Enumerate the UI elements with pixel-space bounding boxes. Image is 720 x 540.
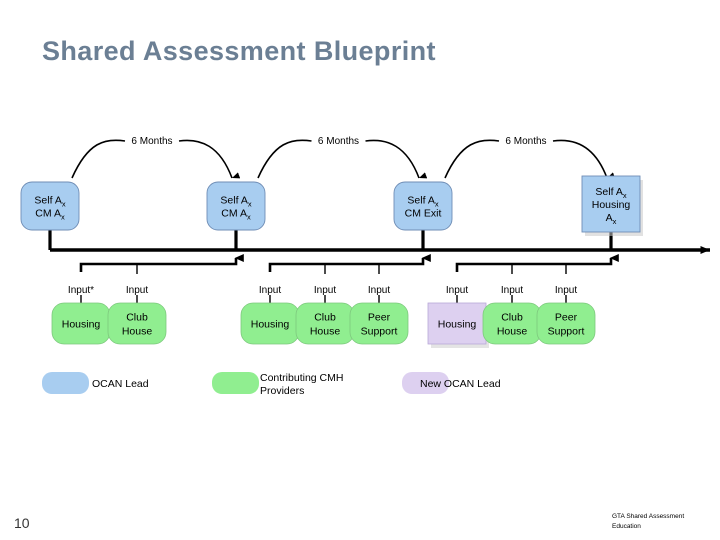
- input-label: Input: [126, 285, 148, 296]
- milestone-text-line: Housing: [592, 199, 631, 211]
- input-bracket-3: [455, 254, 619, 303]
- input-text-line: Support: [548, 326, 585, 338]
- bracket-path: [455, 254, 619, 272]
- input-node-housing[interactable]: Housing: [427, 302, 489, 348]
- input-label: Input: [501, 285, 523, 296]
- footer-line-1: GTA Shared Assessment: [612, 513, 685, 520]
- milestone-text-line: Self Ax: [595, 186, 626, 200]
- milestone-shape: [581, 175, 641, 233]
- input-text-line: Club: [126, 312, 148, 324]
- input-text-line: Housing: [251, 319, 290, 331]
- six-months-arc-3: 6 Months: [444, 136, 616, 179]
- footer-line-2: Education: [612, 522, 641, 530]
- input-label: Input: [368, 285, 390, 296]
- legend-label-line2: Providers: [260, 385, 304, 397]
- milestone-text-line: CM Ax: [35, 208, 65, 222]
- six-months-arcs: 6 Months 6 Months 6 Months: [71, 136, 616, 179]
- input-text-line: House: [122, 326, 153, 338]
- input-node-housing[interactable]: Housing: [51, 302, 111, 345]
- six-months-arc-1: 6 Months: [71, 136, 241, 179]
- milestone-shape: [206, 181, 266, 231]
- input-text-line: Club: [501, 312, 523, 324]
- arc-segment-left: [444, 139, 500, 179]
- milestone-text-line: CM Ax: [221, 208, 251, 222]
- arc-segment-left: [257, 139, 312, 179]
- input-text-line: House: [310, 326, 341, 338]
- arc-label: 6 Months: [318, 136, 359, 147]
- input-label: Input: [555, 285, 577, 296]
- input-text-line: Peer: [368, 312, 391, 324]
- six-months-arc-2: 6 Months: [257, 136, 428, 179]
- arc-segment-left: [71, 139, 126, 179]
- milestone-text-line: Self Ax: [34, 195, 65, 209]
- input-shape: [482, 302, 542, 345]
- page-number: 10: [14, 515, 30, 531]
- input-bracket-lines: [79, 254, 619, 303]
- input-text-line: Club: [314, 312, 336, 324]
- milestone-text-line: CM Exit: [405, 208, 442, 220]
- input-bracket-1: [79, 254, 244, 303]
- arc-label: 6 Months: [505, 136, 546, 147]
- legend-swatch: [42, 372, 89, 394]
- legend-swatch: [402, 372, 449, 394]
- page-title: Shared Assessment Blueprint: [42, 36, 436, 66]
- input-label: Input: [446, 285, 468, 296]
- milestone-text-line: Self Ax: [407, 195, 438, 209]
- input-text-line: Support: [361, 326, 398, 338]
- legend-label: New OCAN Lead: [420, 378, 501, 390]
- input-shape: [349, 302, 409, 345]
- arc-label: 6 Months: [131, 136, 172, 147]
- arc-segment-right: [552, 139, 616, 179]
- milestone-text-line: Ax: [606, 212, 617, 226]
- input-label: Input*: [68, 285, 94, 296]
- milestone-drop-lines: [48, 230, 613, 250]
- arc-segment-right: [365, 139, 428, 179]
- input-text-line: Housing: [62, 319, 101, 331]
- bracket-path: [268, 254, 431, 272]
- footer-note: GTA Shared Assessment Education: [612, 512, 716, 532]
- input-shape: [295, 302, 355, 345]
- input-text-line: House: [497, 326, 528, 338]
- milestone-shape: [393, 181, 453, 231]
- milestone-shape: [20, 181, 80, 231]
- input-bracket-2: [268, 254, 431, 303]
- legend-label: Contributing CMH: [260, 372, 343, 384]
- arc-segment-right: [178, 139, 241, 179]
- milestone-text-line: Self Ax: [220, 195, 251, 209]
- input-text-line: Housing: [438, 319, 477, 331]
- legend-swatch: [212, 372, 259, 394]
- legend-label: OCAN Lead: [92, 378, 149, 390]
- input-shape: [536, 302, 596, 345]
- input-shape: [107, 302, 167, 345]
- legend-item-1: OCAN Lead: [42, 372, 149, 394]
- input-label: Input: [314, 285, 336, 296]
- bracket-path: [79, 254, 244, 272]
- input-node-housing[interactable]: Housing: [240, 302, 300, 345]
- input-label: Input: [259, 285, 281, 296]
- input-text-line: Peer: [555, 312, 578, 324]
- legend-item-3: New OCAN Lead: [402, 372, 501, 394]
